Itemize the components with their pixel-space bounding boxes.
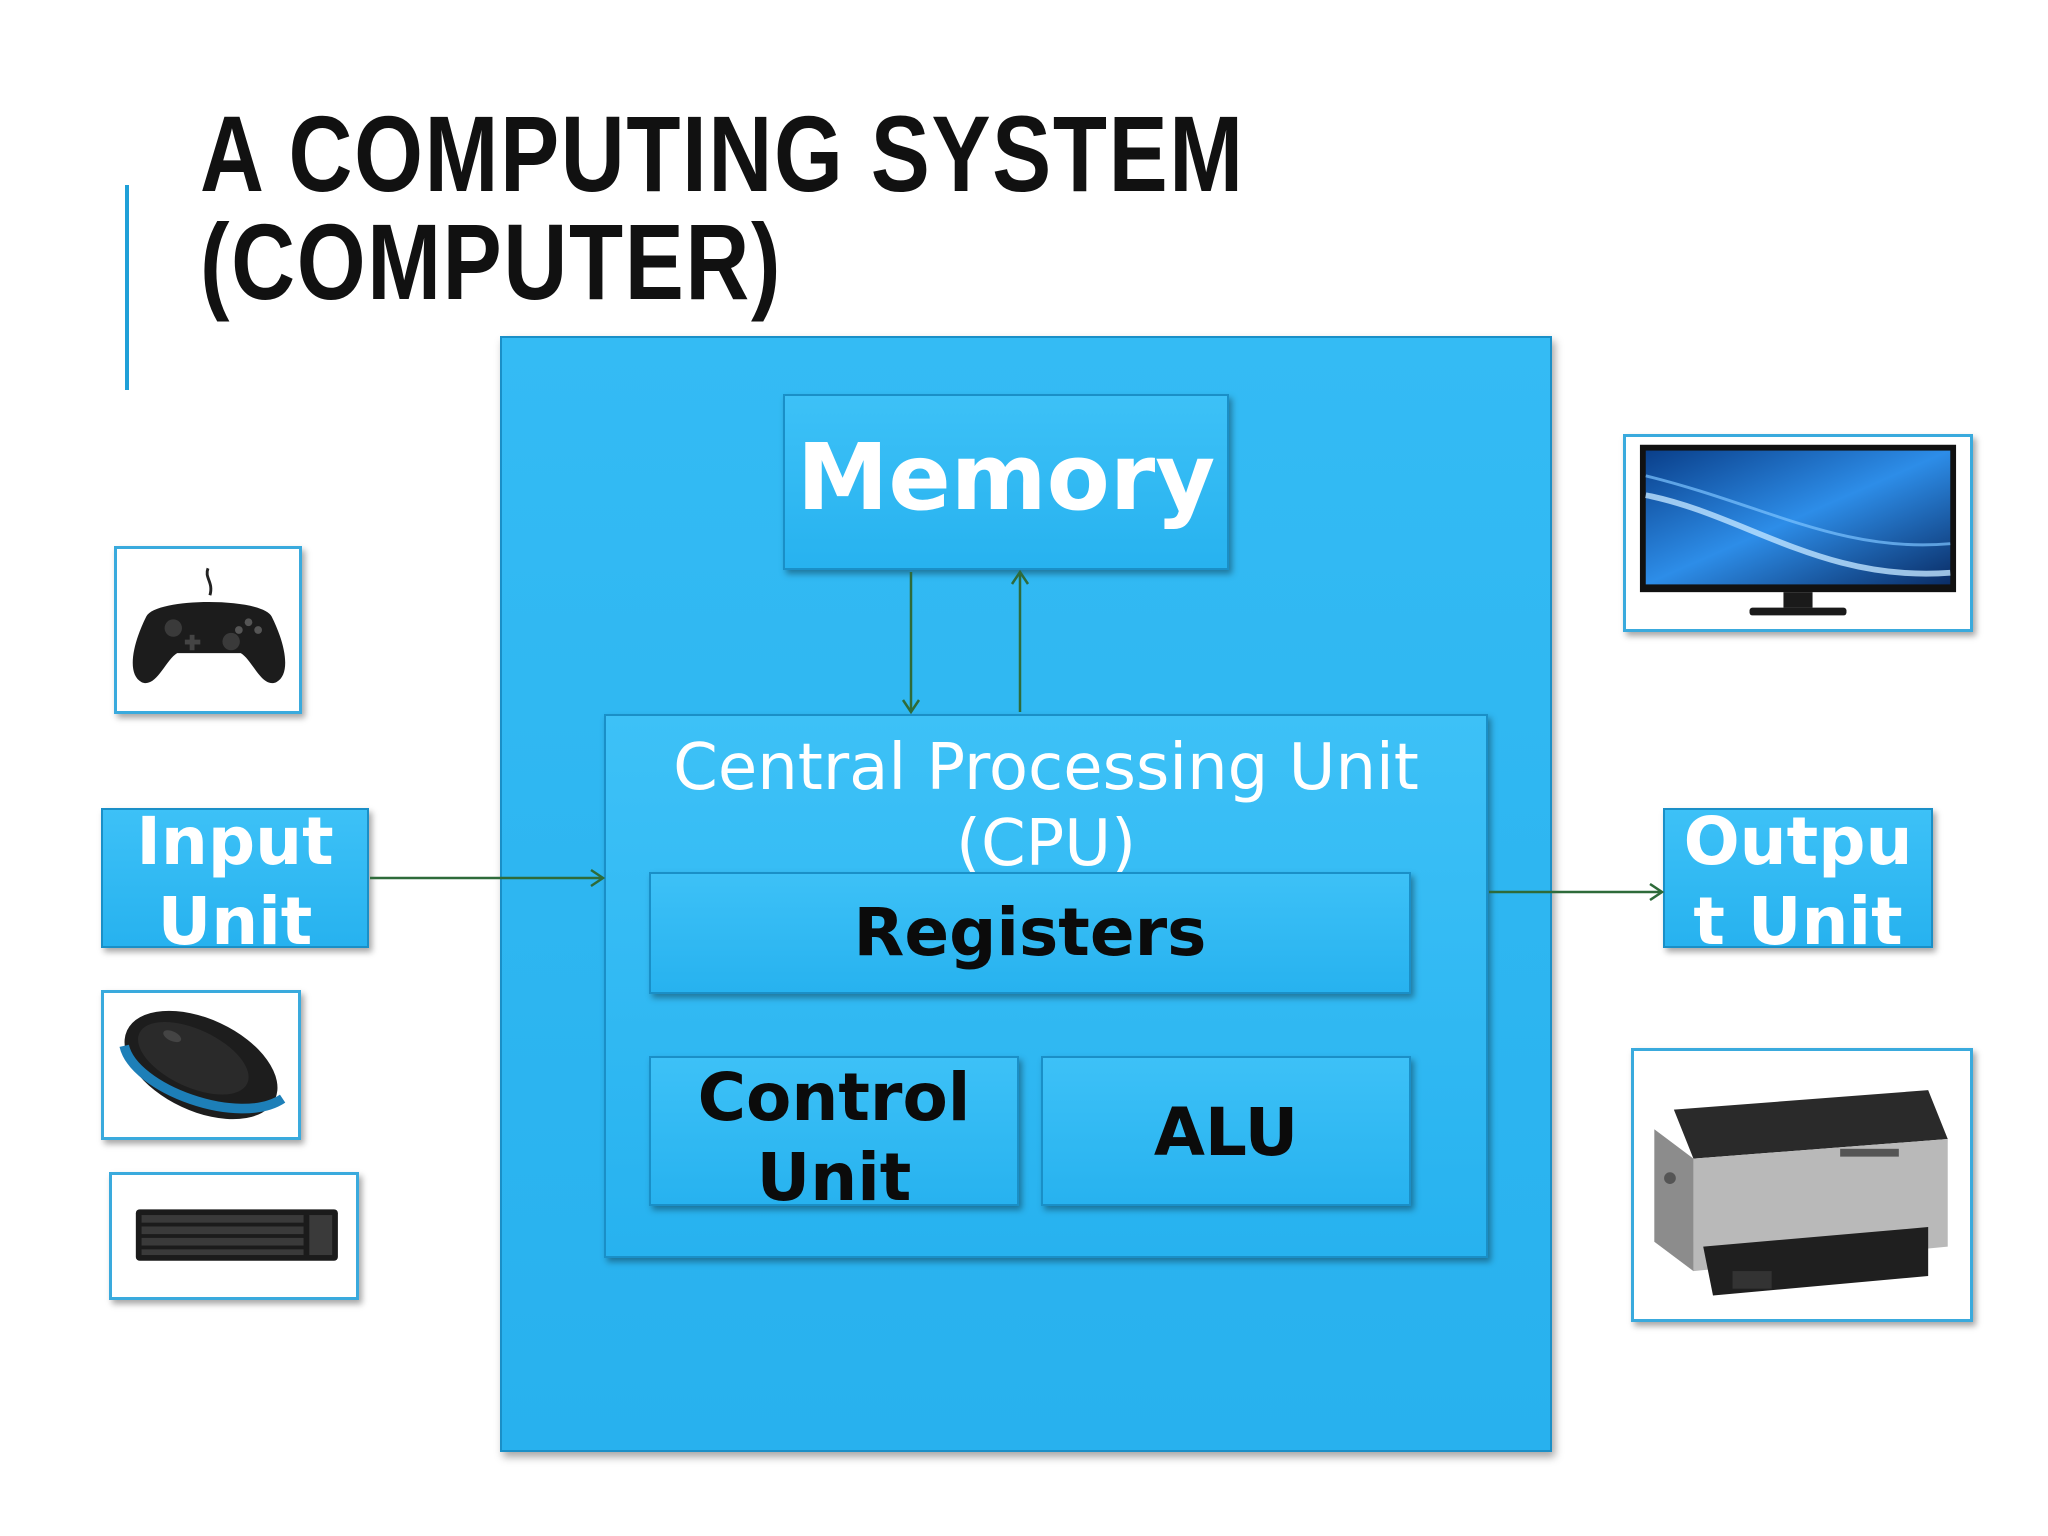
control-unit-line-1: Control [697,1059,971,1136]
memory-label: Memory [796,424,1216,531]
input-unit-line-1: Input [136,808,334,880]
control-unit-line-2: Unit [756,1139,912,1216]
control-unit-label: Control Unit [651,1058,1017,1218]
memory-box: Memory [783,394,1229,570]
input-unit-label: Input Unit [103,808,367,948]
gamepad-image [114,546,302,714]
printer-icon [1654,1090,1948,1296]
cpu-to-memory-arrow [1010,569,1030,712]
alu-box: ALU [1041,1056,1411,1206]
slide-title: A COMPUTING SYSTEM (COMPUTER) [200,100,1348,316]
memory-to-cpu-arrow [901,572,921,715]
alu-label: ALU [1153,1094,1299,1171]
input-unit-box: Input Unit [101,808,369,948]
printer-image [1631,1048,1973,1322]
output-unit-label: Outpu t Unit [1665,808,1931,948]
title-line-2: (COMPUTER) [200,201,783,322]
title-line-1: A COMPUTING SYSTEM [200,93,1245,214]
keyboard-icon [135,1209,338,1261]
cpu-label-line-2: (CPU) [955,807,1137,881]
monitor-icon [1639,444,1957,616]
cpu-label: Central Processing Unit (CPU) [606,730,1486,882]
output-unit-line-1: Outpu [1683,808,1913,880]
mouse-image [101,990,301,1140]
registers-box: Registers [649,872,1411,994]
input-to-cpu-arrow [370,868,606,888]
registers-label: Registers [853,894,1207,971]
control-unit-box: Control Unit [649,1056,1019,1216]
accent-bar [125,185,129,390]
input-unit-line-2: Unit [157,883,313,948]
monitor-image [1623,434,1973,632]
cpu-to-output-arrow [1489,882,1665,902]
cpu-label-line-1: Central Processing Unit [673,731,1419,805]
mouse-icon [119,1010,286,1120]
keyboard-image [109,1172,359,1300]
output-unit-line-2: t Unit [1693,883,1903,948]
output-unit-box: Outpu t Unit [1663,808,1933,948]
gamepad-icon [132,567,286,684]
